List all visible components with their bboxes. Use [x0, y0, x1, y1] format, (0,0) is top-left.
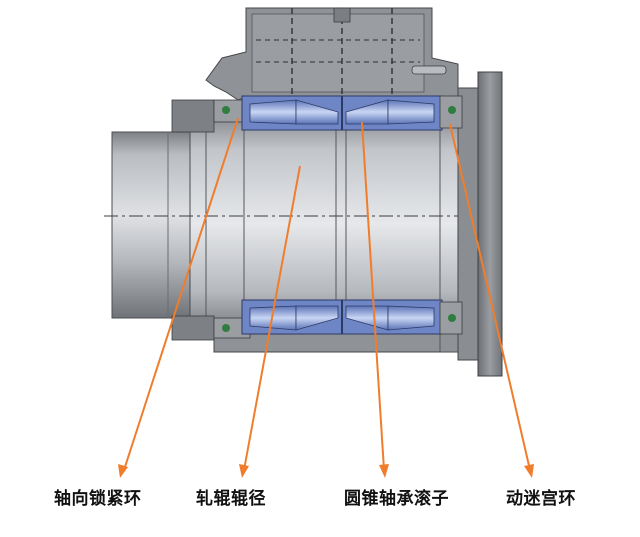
leader-line-rotating-labyrinth [449, 123, 531, 471]
leader-lines [118, 117, 534, 478]
roll-shaft [104, 117, 486, 331]
tapered-roller-bearing-upper [241, 95, 443, 131]
callout-label-tapered-roller-bearing: 圆锥轴承滚子 [344, 489, 449, 509]
leader-line-axial-lock-ring [123, 117, 239, 471]
arrowhead-tapered-roller [379, 464, 389, 478]
axial-lock-ring-part [171, 99, 251, 341]
bearing-housing-upper [205, 7, 459, 113]
callout-label-roll-neck-diameter: 轧辊辊径 [196, 489, 266, 509]
arrowhead-roll-neck [239, 464, 249, 478]
arrowhead-axial-lock-ring [118, 464, 128, 478]
leader-line-tapered-roller [361, 121, 385, 471]
arrowhead-rotating-labyrinth [524, 464, 534, 478]
rotating-labyrinth-part [439, 95, 463, 335]
callout-label-axial-lock-ring: 轴向锁紧环 [54, 489, 142, 509]
callout-label-rotating-labyrinth: 动迷宫环 [506, 489, 576, 509]
right-flange [457, 71, 503, 377]
leader-line-roll-neck [243, 165, 301, 471]
